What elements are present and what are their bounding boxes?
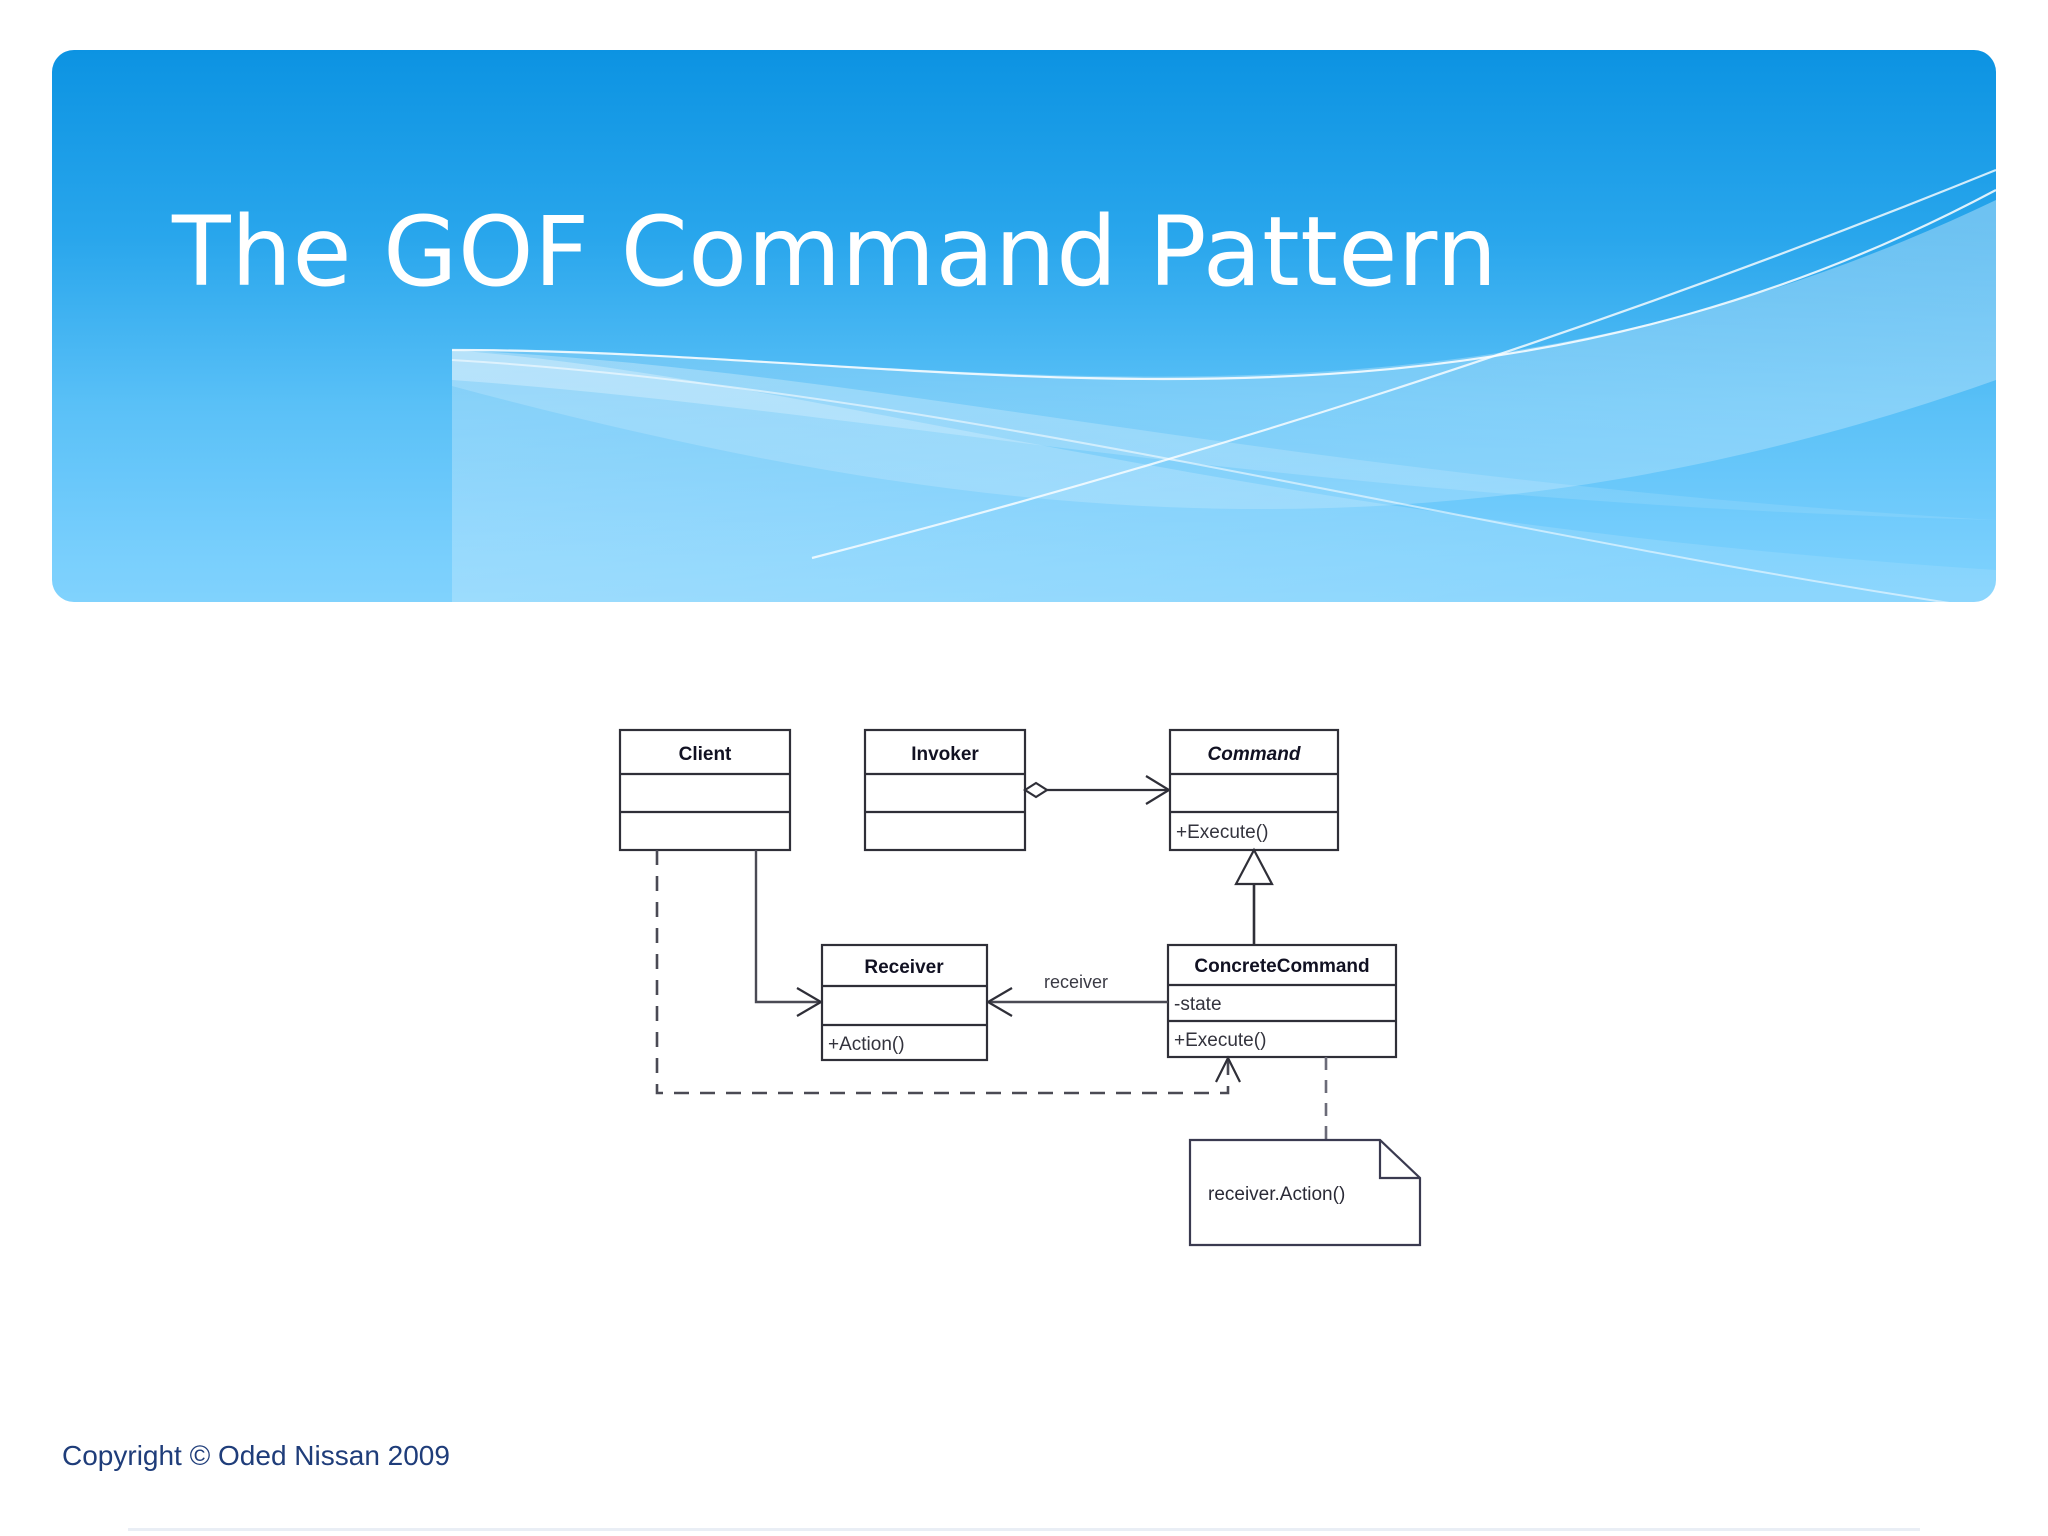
uml-class-command[interactable]: Command +Execute()	[1168, 728, 1340, 852]
aggregation-diamond	[1022, 781, 1050, 799]
uml-class-receiver-operation: +Action()	[828, 1034, 905, 1055]
uml-relationship-generalization-concretecommand-command	[1234, 847, 1274, 945]
note-body	[1188, 1138, 1422, 1247]
slide-title: The GOF Command Pattern	[172, 196, 1498, 308]
open-arrowhead	[1145, 775, 1172, 805]
uml-relationship-dependency-client-concretecommand	[655, 850, 1241, 1095]
uml-class-receiver[interactable]: Receiver +Action()	[820, 943, 989, 1062]
uml-relationship-aggregation-invoker-command	[1022, 775, 1172, 805]
open-arrowhead	[1215, 1055, 1241, 1083]
banner-decoration	[451, 168, 1996, 602]
footer-copyright: Copyright © Oded Nissan 2009	[62, 1440, 450, 1471]
dependency-dashed-line	[655, 850, 1230, 1095]
footer-divider	[128, 1528, 1920, 1531]
title-banner: The GOF Command Pattern	[52, 50, 1996, 602]
note-folded-corner	[1378, 1140, 1420, 1180]
banner-ribbon-ascending	[452, 200, 1996, 510]
uml-association-label-receiver: receiver	[1044, 972, 1108, 992]
uml-class-diagram: Client Invoker Command +Execute()	[560, 700, 1500, 1290]
uml-class-invoker[interactable]: Invoker	[863, 728, 1027, 852]
uml-class-invoker-name: Invoker	[911, 744, 979, 765]
uml-relationship-association-client-receiver	[754, 850, 824, 1017]
open-arrowhead	[796, 987, 824, 1017]
open-arrowhead	[985, 987, 1013, 1017]
banner-highlight-line-lower	[451, 359, 1950, 602]
banner-highlight-line-cross	[811, 168, 1996, 560]
uml-relationship-association-concretecommand-receiver: receiver	[985, 972, 1168, 1017]
banner-highlight-line-upper	[451, 189, 1996, 381]
uml-class-concretecommand-operation: +Execute()	[1174, 1030, 1266, 1051]
uml-note-receiver-action[interactable]: receiver.Action()	[1188, 1138, 1422, 1247]
generalization-triangle	[1234, 847, 1274, 886]
uml-class-concretecommand[interactable]: ConcreteCommand -state +Execute()	[1166, 943, 1398, 1059]
uml-diagram-svg: Client Invoker Command +Execute()	[618, 728, 1422, 1247]
uml-class-receiver-name: Receiver	[864, 957, 944, 978]
uml-class-command-name: Command	[1208, 744, 1301, 765]
uml-class-client-name: Client	[679, 744, 732, 765]
uml-class-command-operation: +Execute()	[1176, 822, 1268, 843]
uml-class-concretecommand-attribute: -state	[1174, 994, 1222, 1015]
uml-note-text: receiver.Action()	[1208, 1184, 1345, 1205]
uml-class-client[interactable]: Client	[618, 728, 792, 852]
uml-class-concretecommand-name: ConcreteCommand	[1194, 956, 1369, 977]
